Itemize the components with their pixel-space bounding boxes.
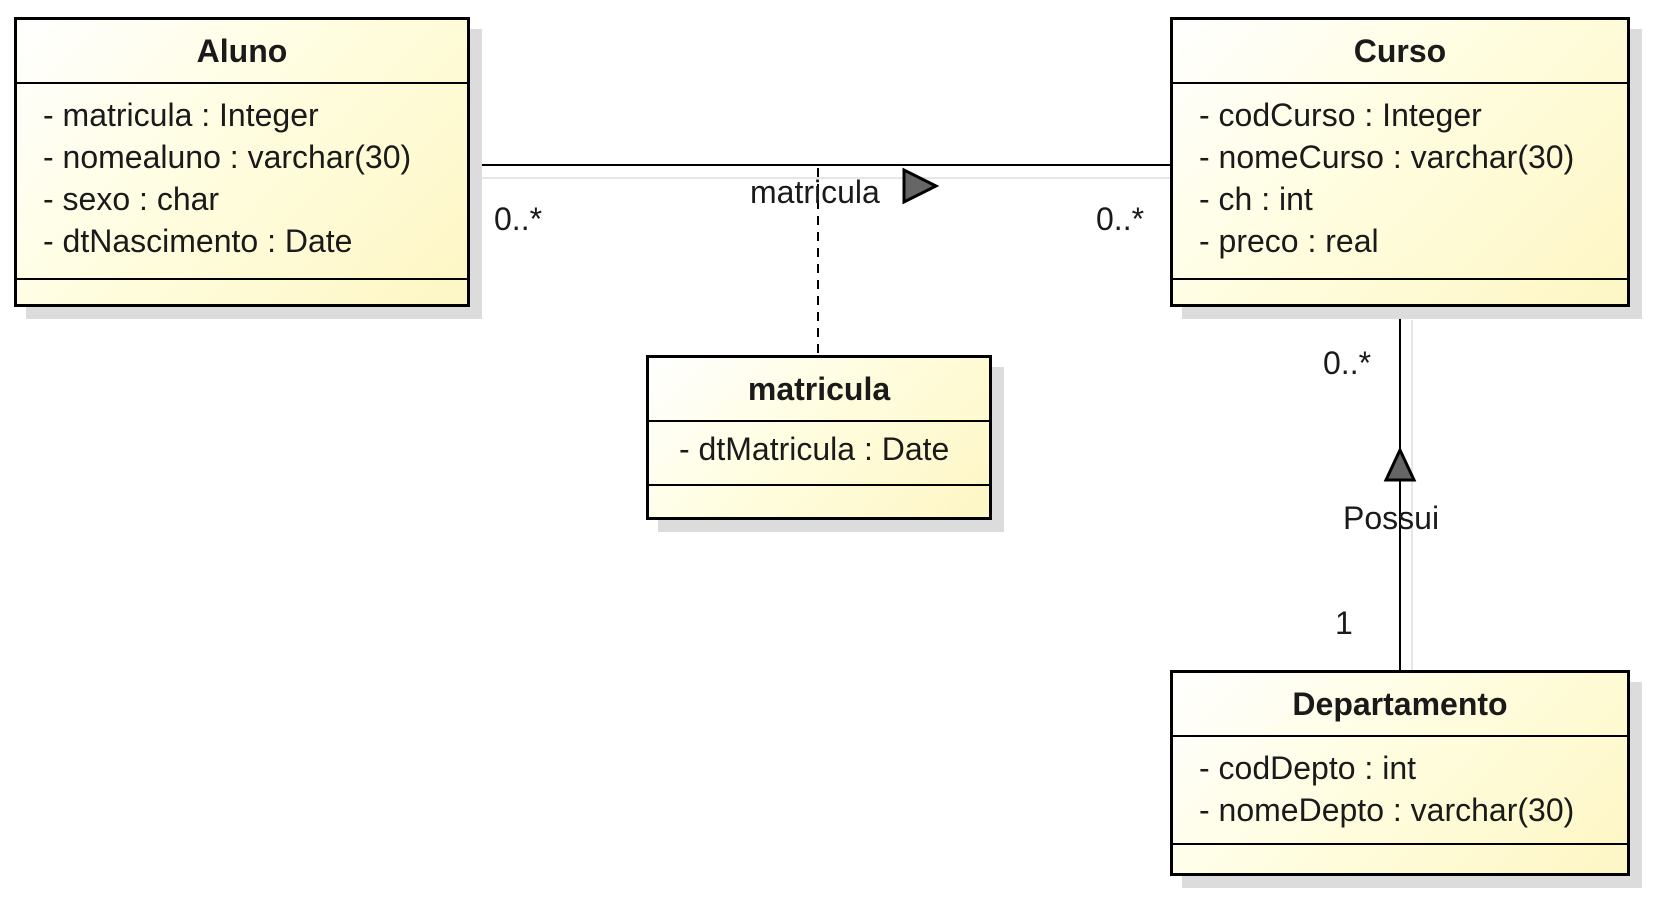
class-departamento[interactable]: Departamento - codDepto : int - nomeDept… <box>1170 670 1630 876</box>
association-name-matricula: matricula <box>750 174 880 210</box>
operation-compartment <box>17 280 467 308</box>
attribute: - codCurso : Integer <box>1199 97 1482 133</box>
attribute: - dtMatricula : Date <box>679 431 950 467</box>
class-aluno[interactable]: Aluno - matricula : Integer - nomealuno … <box>14 17 470 307</box>
class-curso[interactable]: Curso - codCurso : Integer - nomeCurso :… <box>1170 17 1630 307</box>
attribute: - preco : real <box>1199 223 1379 259</box>
attribute: - ch : int <box>1199 181 1313 217</box>
multiplicity-aluno-end: 0..* <box>494 201 543 237</box>
class-name: matricula <box>649 358 989 422</box>
multiplicity-departamento-end: 1 <box>1335 605 1353 641</box>
attribute: - dtNascimento : Date <box>43 223 353 259</box>
attribute-compartment: - dtMatricula : Date <box>649 422 989 486</box>
attribute-compartment: - matricula : Integer - nomealuno : varc… <box>17 84 467 280</box>
multiplicity-curso-end: 0..* <box>1096 201 1145 237</box>
operation-compartment <box>1173 280 1627 308</box>
multiplicity-curso-bottom: 0..* <box>1323 345 1372 381</box>
attribute: - matricula : Integer <box>43 97 319 133</box>
attribute: - sexo : char <box>43 181 220 217</box>
operation-compartment <box>649 486 989 514</box>
class-name: Departamento <box>1173 673 1627 737</box>
attribute: - codDepto : int <box>1199 750 1416 786</box>
association-name-possui: Possui <box>1343 500 1440 536</box>
attribute-compartment: - codDepto : int - nomeDepto : varchar(3… <box>1173 737 1627 845</box>
attribute: - nomealuno : varchar(30) <box>43 139 412 175</box>
class-matricula[interactable]: matricula - dtMatricula : Date <box>646 355 992 520</box>
operation-compartment <box>1173 845 1627 873</box>
direction-triangle-up-icon <box>1383 446 1417 482</box>
class-name: Curso <box>1173 20 1627 84</box>
class-name: Aluno <box>17 20 467 84</box>
attribute: - nomeCurso : varchar(30) <box>1199 139 1575 175</box>
direction-triangle-icon <box>902 167 940 205</box>
attribute: - nomeDepto : varchar(30) <box>1199 792 1575 828</box>
attribute-compartment: - codCurso : Integer - nomeCurso : varch… <box>1173 84 1627 280</box>
